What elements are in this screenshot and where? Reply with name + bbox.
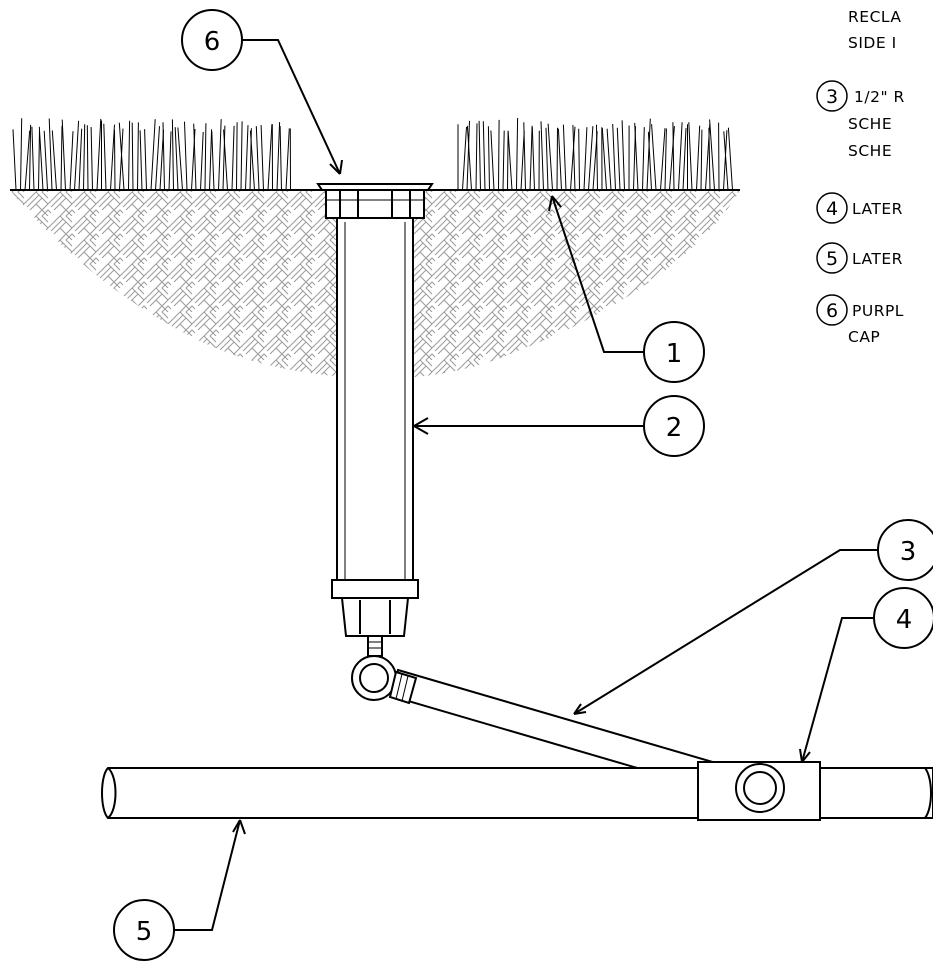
- svg-text:5: 5: [136, 917, 153, 947]
- svg-text:5: 5: [826, 248, 838, 270]
- svg-text:4: 4: [826, 198, 838, 220]
- svg-text:LATER: LATER: [852, 200, 903, 218]
- leader-lines: [174, 39, 880, 931]
- turf-left: [12, 118, 291, 191]
- legend-header-line-1: RECLA: [848, 8, 901, 26]
- callout-5: 5: [113, 899, 175, 961]
- svg-text:PURPL: PURPL: [852, 302, 904, 320]
- spray-head-body: [331, 217, 419, 599]
- svg-text:1/2" R: 1/2" R: [854, 88, 905, 106]
- legend-item-4: 4 LATER: [816, 192, 903, 224]
- svg-text:CAP: CAP: [848, 328, 880, 346]
- svg-text:6: 6: [204, 27, 221, 57]
- legend-item-3: 3 1/2" R SCHE SCHE: [816, 80, 905, 160]
- callout-1: 1: [643, 321, 705, 383]
- svg-text:4: 4: [896, 605, 913, 635]
- spray-head-inlet: [340, 597, 410, 657]
- callout-3: 3: [877, 519, 933, 581]
- legend-header-line-2: SIDE I: [848, 34, 897, 52]
- lateral-tee: [697, 761, 821, 821]
- svg-text:1: 1: [666, 339, 683, 369]
- callout-4: 4: [873, 587, 933, 649]
- callout-6: 6: [181, 9, 243, 71]
- spray-head-cap: [316, 183, 434, 219]
- svg-text:LATER: LATER: [852, 250, 903, 268]
- svg-text:SCHE: SCHE: [848, 142, 892, 160]
- svg-text:SCHE: SCHE: [848, 115, 892, 133]
- turf-right: [457, 117, 733, 191]
- legend-item-6: 6 PURPL CAP: [816, 294, 904, 346]
- legend-item-5: 5 LATER: [816, 242, 903, 274]
- legend: RECLA SIDE I 3 1/2" R SCHE SCHE 4 LATER …: [816, 8, 905, 346]
- svg-text:3: 3: [826, 86, 838, 108]
- svg-text:6: 6: [826, 300, 838, 322]
- upper-elbow: [351, 655, 397, 701]
- svg-text:3: 3: [900, 537, 917, 567]
- svg-text:2: 2: [666, 413, 683, 443]
- callout-2: 2: [643, 395, 705, 457]
